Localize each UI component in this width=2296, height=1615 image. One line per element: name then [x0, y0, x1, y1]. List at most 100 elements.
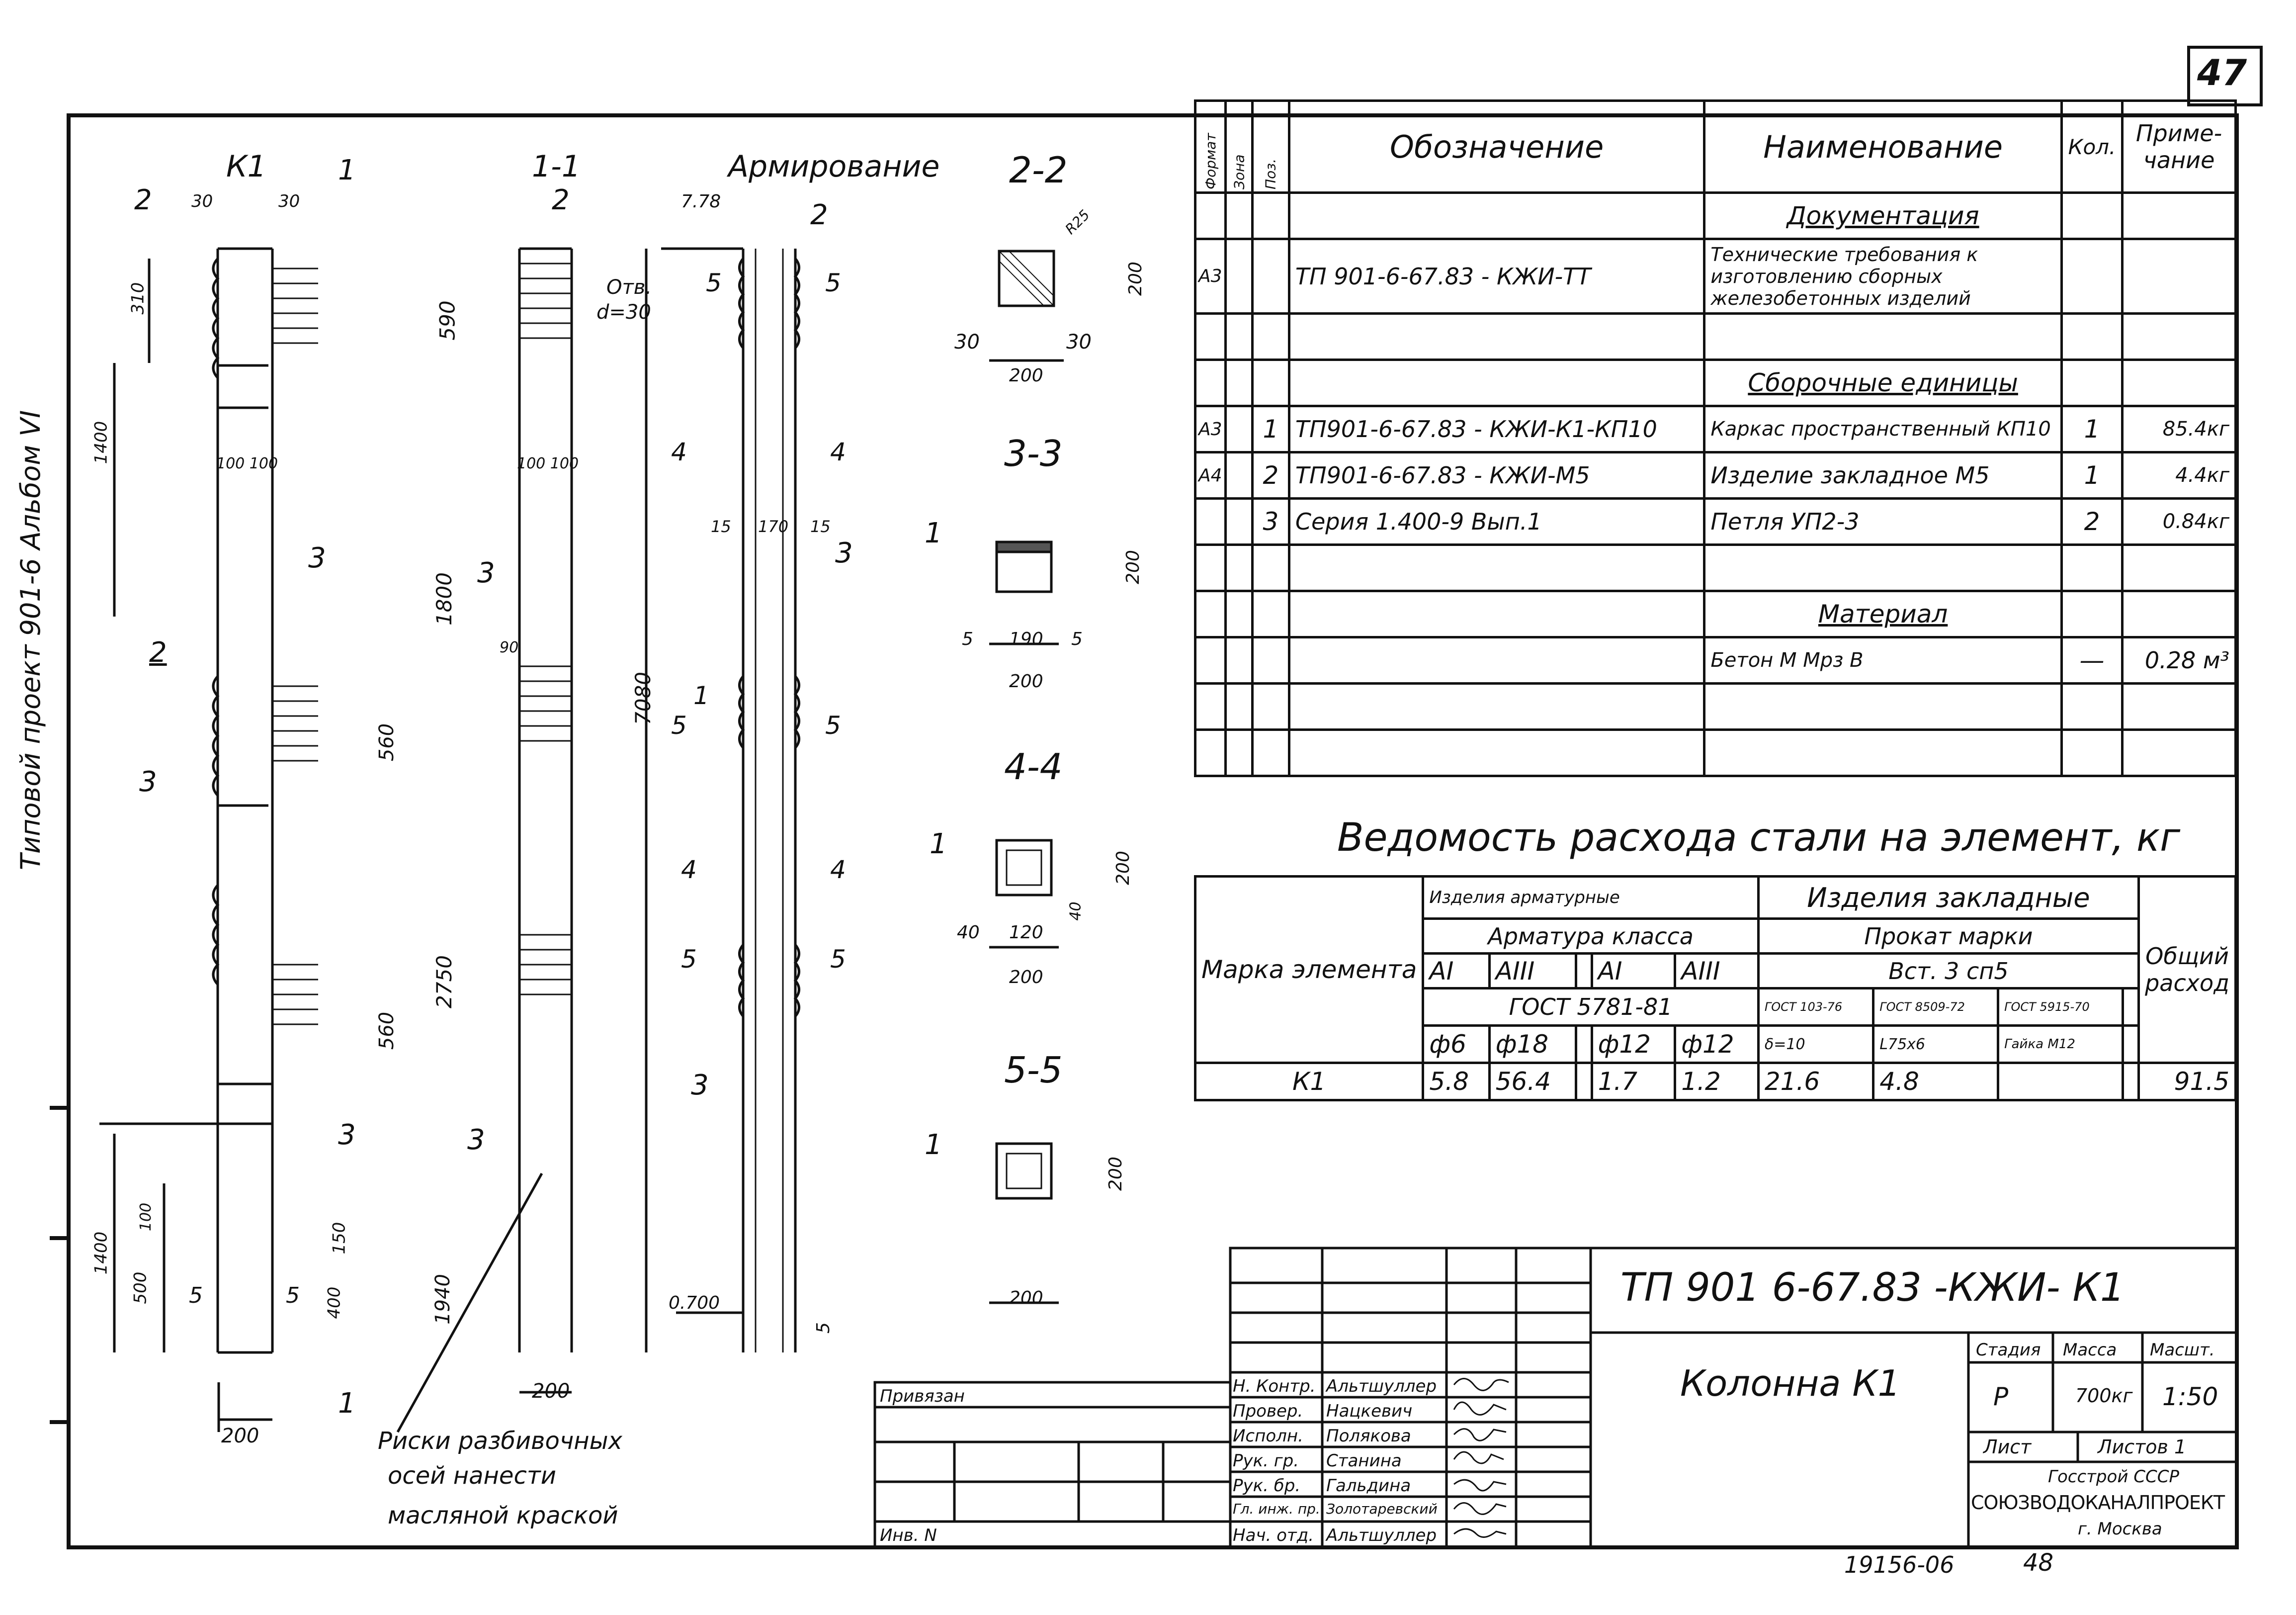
- org-line-3: г. Москва: [2078, 1519, 2162, 1539]
- section-5-5-shape: [989, 1142, 1059, 1304]
- spec-row4-format: [1193, 497, 1227, 546]
- s55-dim-200w: 200: [1009, 1288, 1043, 1308]
- marker-1-s33: 1: [925, 517, 942, 549]
- drawing-code: ТП 901 6-67.83 -КЖИ- К1: [1620, 1265, 2125, 1310]
- spec-row4-pos: 3: [1251, 497, 1290, 546]
- marker-3-11: 3: [477, 557, 495, 589]
- s44-dim-200w: 200: [1009, 967, 1043, 987]
- scale-value: 1:50: [2162, 1382, 2218, 1411]
- s33-dim-200w: 200: [1009, 671, 1043, 692]
- marker-2-k1: 2: [134, 184, 152, 216]
- steel-gost-a: ГОСТ 103-76: [1757, 987, 1875, 1027]
- spec-head-pos: Поз.: [1252, 100, 1289, 193]
- marker-3-11-b: 3: [467, 1124, 485, 1156]
- spec-head-qty: Кол.: [2060, 99, 2124, 194]
- spec-section-units: Сборочные единицы: [1703, 359, 2063, 407]
- marker-4-arm-r: 4: [830, 438, 846, 466]
- marker-5-arm-r2: 5: [825, 711, 841, 740]
- steel-col-mark: Марка элемента: [1193, 875, 1425, 1064]
- steel-prokat-mark: Вст. 3 сп5: [1757, 952, 2140, 989]
- steel-diam-4: ф12: [1674, 1024, 1760, 1064]
- note-line-2: осей нанести: [388, 1462, 556, 1490]
- steel-group-emb: Изделия закладные: [1757, 875, 2140, 920]
- spec-section-docs: Документация: [1703, 191, 2063, 240]
- marker-3-arm: 3: [835, 537, 853, 569]
- steel-row-v4: 1.2: [1674, 1062, 1760, 1101]
- spec-head-format: Формат: [1195, 100, 1226, 193]
- spec-head-name: Наименование: [1703, 99, 2063, 194]
- dim-7080: 7080: [630, 672, 655, 725]
- dim-100: 100: [137, 1202, 155, 1232]
- marker-5-right: 5: [286, 1283, 300, 1308]
- steel-diam-2: ф18: [1488, 1024, 1577, 1064]
- dim-30b: 30: [278, 191, 300, 211]
- steel-class-2: AIII: [1488, 952, 1577, 989]
- role-6: Гл. инж. пр.: [1233, 1501, 1320, 1517]
- marker-1-arm: 1: [693, 681, 709, 710]
- dim-100-100: 100 100: [216, 455, 278, 472]
- spec-material-name: Бетон М Мрз В: [1703, 636, 2063, 685]
- steel-gost-b: ГОСТ 8509-72: [1872, 987, 2000, 1027]
- section-2-2-shape: [989, 250, 1064, 362]
- reinforcement-view: [661, 247, 800, 1352]
- s33-dim-5b: 5: [1071, 629, 1083, 649]
- dim-590: 590: [435, 300, 460, 341]
- spec-row1-qty: [2060, 238, 2124, 315]
- spec-material-qty: —: [2060, 636, 2124, 685]
- s22-dim-200w: 200: [1009, 365, 1043, 386]
- dim-1800: 1800: [431, 572, 456, 626]
- dim-200b: 200: [532, 1380, 570, 1403]
- dim-400: 400: [324, 1286, 344, 1319]
- dim-310: 310: [128, 282, 148, 315]
- s33-dim-5a: 5: [962, 629, 973, 649]
- s44-dim-40b: 40: [1067, 901, 1085, 921]
- steel-pro-1: δ=10: [1757, 1024, 1875, 1064]
- drawing-name: Колонна К1: [1680, 1362, 1901, 1404]
- marker-5-left: 5: [189, 1283, 203, 1308]
- column-elevation-k1: [99, 247, 318, 1432]
- steel-class-1: AI: [1422, 952, 1491, 989]
- dim-560b: 560: [375, 1011, 399, 1050]
- spec-head-note: Приме-чание: [2121, 99, 2237, 194]
- view-1-1-title: 1-1: [532, 149, 581, 184]
- scale-label: Масшт.: [2150, 1340, 2215, 1360]
- steel-table-title: Ведомость расхода стали на элемент, кг: [1337, 815, 2181, 860]
- sheets-label: Листов 1: [2098, 1436, 2187, 1458]
- marker-4-arm-r2: 4: [830, 855, 846, 884]
- dim-1400: 1400: [91, 421, 111, 464]
- dim-500: 500: [130, 1271, 151, 1304]
- spec-row4-qty: 2: [2060, 497, 2124, 546]
- marker-1-s55: 1: [925, 1129, 942, 1161]
- spec-head-zone: Зона: [1225, 100, 1253, 193]
- specification-table: Формат Зона Поз. Обозначение Наименовани…: [1193, 99, 2237, 777]
- note-line-3: масляной краской: [388, 1502, 618, 1529]
- s33-dim-190: 190: [1009, 629, 1043, 649]
- spec-row1-pos: [1251, 238, 1290, 315]
- marker-3-k1: 3: [308, 542, 326, 574]
- s44-dim-40a: 40: [957, 922, 980, 943]
- role-5: Рук. бр.: [1233, 1476, 1301, 1496]
- signatures: [1453, 1378, 1509, 1538]
- marker-2-11: 2: [552, 184, 570, 216]
- steel-class-3: AI: [1590, 952, 1677, 989]
- marker-5-arm-l2: 5: [671, 711, 687, 740]
- role-2: Провер.: [1233, 1401, 1303, 1421]
- marker-5-arm-r3: 5: [830, 945, 846, 974]
- spec-row1-note: [2121, 238, 2237, 315]
- steel-row-v3: 1.7: [1590, 1062, 1677, 1101]
- stage-label: Стадия: [1976, 1340, 2041, 1360]
- spec-row3-format: A4: [1193, 451, 1227, 500]
- steel-row-mark: К1: [1193, 1062, 1425, 1101]
- marker-4-arm-l2: 4: [681, 855, 697, 884]
- marker-3-k1-b: 3: [338, 1119, 356, 1151]
- s33-dim-200h: 200: [1122, 550, 1143, 584]
- person-1: Альтшуллер: [1326, 1376, 1437, 1396]
- spec-head-designation: Обозначение: [1287, 99, 1706, 194]
- steel-prokat: Прокат марки: [1757, 917, 2140, 955]
- elevation-bottom: 0.700: [669, 1293, 720, 1313]
- person-3: Полякова: [1326, 1426, 1411, 1446]
- spec-row3-pos: 2: [1251, 451, 1290, 500]
- spec-row1-designation: ТП 901-6-67.83 - КЖИ-ТТ: [1287, 238, 1706, 315]
- sheet-label: Лист: [1983, 1436, 2032, 1458]
- steel-gost: ГОСТ 5781-81: [1422, 987, 1760, 1027]
